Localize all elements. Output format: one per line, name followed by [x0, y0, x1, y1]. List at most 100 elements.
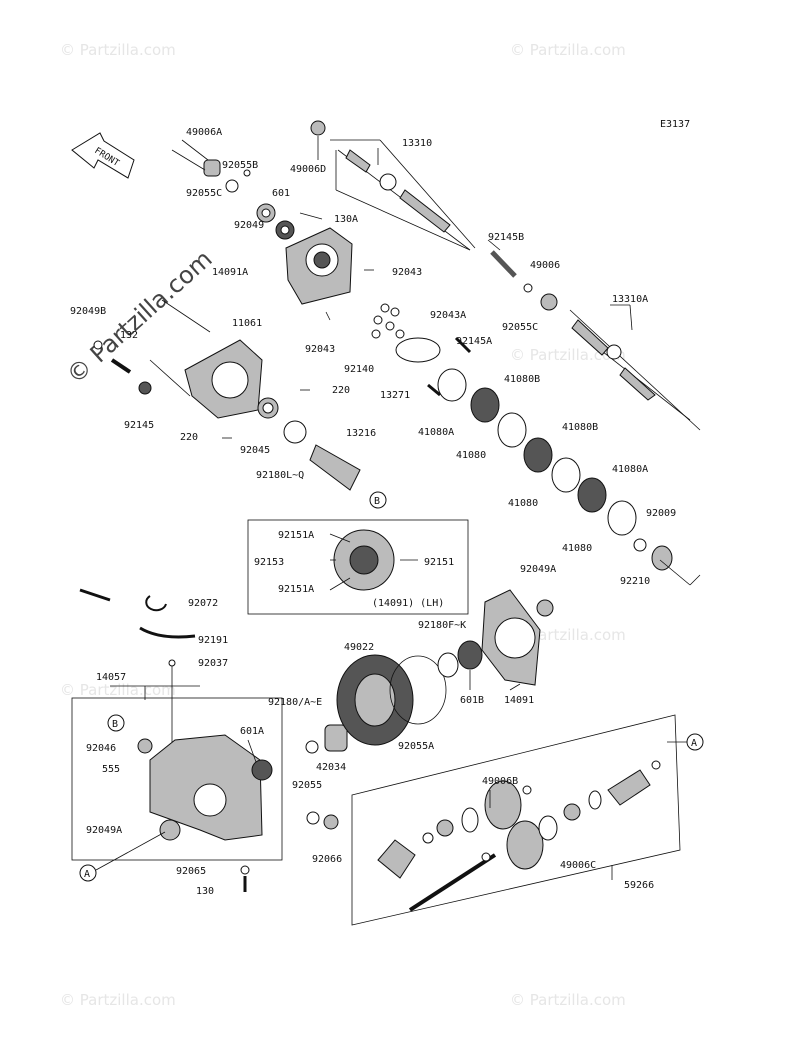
bearing-601b — [457, 640, 483, 670]
part-label: 41080 — [508, 498, 538, 509]
part-label: 49006B — [482, 776, 518, 787]
part-label: 41080 — [562, 543, 592, 554]
steel-plate-41080a — [607, 500, 637, 536]
drive-shaft-box — [351, 714, 681, 926]
part-label: 92037 — [198, 658, 228, 669]
seal-92009 — [651, 545, 673, 571]
oil-seal-49006a — [203, 159, 221, 177]
plug-92066 — [323, 814, 339, 830]
part-label: 92049B — [70, 306, 106, 317]
part-label: 92009 — [646, 508, 676, 519]
cv-joint-inner — [377, 839, 416, 879]
front-housing-group — [171, 139, 374, 321]
watermark: © Partzilla.com — [60, 681, 176, 699]
part-label: 92055A — [398, 741, 434, 752]
friction-plate-41080 — [577, 477, 607, 513]
part-label: 41080B — [504, 374, 540, 385]
subassembly-label: (14091) (LH) — [372, 598, 444, 609]
o-ring-92055c — [225, 179, 239, 193]
watermark: © Partzilla.com — [60, 991, 176, 1009]
part-label: 13271 — [380, 390, 410, 401]
part-label: 220 — [332, 385, 350, 396]
steel-plate-41080a — [437, 368, 467, 402]
ring-92210 — [633, 538, 647, 552]
bearing-601a — [251, 759, 273, 781]
part-label: 92145 — [124, 420, 154, 431]
part-labels: 49006A 92055B 92055C 601 130A 92049 1409… — [70, 127, 676, 897]
ref-b: B — [112, 719, 118, 730]
watermark: © Partzilla.com — [510, 991, 626, 1009]
part-label: 92072 — [188, 598, 218, 609]
o-ring-92055b — [243, 169, 251, 177]
o-ring-92055 — [306, 811, 320, 825]
ref-a: A — [84, 869, 90, 880]
collar-42034 — [324, 724, 348, 752]
part-label: 13216 — [346, 428, 376, 439]
part-label: 92151A — [278, 530, 314, 541]
leader-lines — [110, 136, 633, 880]
part-label: 13310A — [612, 294, 648, 305]
part-label: 92045 — [240, 445, 270, 456]
part-label: 41080A — [418, 427, 454, 438]
part-label: 92043 — [392, 267, 422, 278]
diagram-code: E3137 — [660, 119, 690, 130]
seal-92046 — [137, 738, 153, 754]
cv-joint-outer — [607, 769, 651, 806]
gasket-92065 — [240, 865, 250, 875]
part-label: 92180/A~E — [268, 697, 322, 708]
part-label: 92055C — [186, 188, 222, 199]
part-label: 92049 — [234, 220, 264, 231]
propeller-shaft-13310a — [540, 293, 701, 431]
part-label: 49006C — [560, 860, 596, 871]
part-label: 130A — [334, 214, 358, 225]
part-label: 92066 — [312, 854, 342, 865]
part-label: 92191 — [198, 635, 228, 646]
front-arrow-icon: FRONT — [71, 132, 135, 179]
right-housing-14091 — [437, 589, 554, 686]
watermarks: © Partzilla.com © Partzilla.com © Partzi… — [60, 41, 626, 1009]
part-label: 92153 — [254, 557, 284, 568]
boot-49006b — [484, 780, 522, 830]
part-label: 92055C — [502, 322, 538, 333]
part-label: 92055 — [292, 780, 322, 791]
part-label: 49006D — [290, 164, 326, 175]
part-label: 41080 — [456, 450, 486, 461]
steel-plate-41080b — [497, 412, 527, 448]
shim-92180-a-e — [305, 740, 319, 754]
clutch-pack — [371, 303, 701, 586]
part-label: 92145B — [488, 232, 524, 243]
shim-92180f-k — [437, 652, 459, 678]
friction-plate-41080 — [523, 437, 553, 473]
friction-plate-41080 — [470, 387, 500, 423]
part-label: 92065 — [176, 866, 206, 877]
part-label: 59266 — [624, 880, 654, 891]
ref-b: B — [374, 496, 380, 507]
part-label: 92180F~K — [418, 620, 466, 631]
part-label: 92145A — [456, 336, 492, 347]
part-label: 92049A — [520, 564, 556, 575]
part-label: 92151 — [424, 557, 454, 568]
part-label: 14091 — [504, 695, 534, 706]
ring-gear-49022 — [336, 654, 447, 746]
reference-markers: B B A A — [79, 491, 704, 882]
part-label: 92140 — [344, 364, 374, 375]
part-label: 49006 — [530, 260, 560, 271]
part-label: 555 — [102, 764, 120, 775]
boot-49006c — [506, 820, 544, 870]
part-label: 601A — [240, 726, 264, 737]
part-label: 92043A — [430, 310, 466, 321]
part-label: 41080B — [562, 422, 598, 433]
part-label: 220 — [180, 432, 198, 443]
part-label: 11061 — [232, 318, 262, 329]
part-label: 132 — [120, 330, 138, 341]
cover-group-11061 — [93, 299, 361, 491]
part-label: 92151A — [278, 584, 314, 595]
part-label: 92046 — [86, 743, 116, 754]
part-label: 42034 — [316, 762, 346, 773]
part-label: 14091A — [212, 267, 248, 278]
propeller-shaft-13310 — [310, 120, 533, 293]
watermark: © Partzilla.com — [60, 41, 176, 59]
part-label: 49006A — [186, 127, 222, 138]
